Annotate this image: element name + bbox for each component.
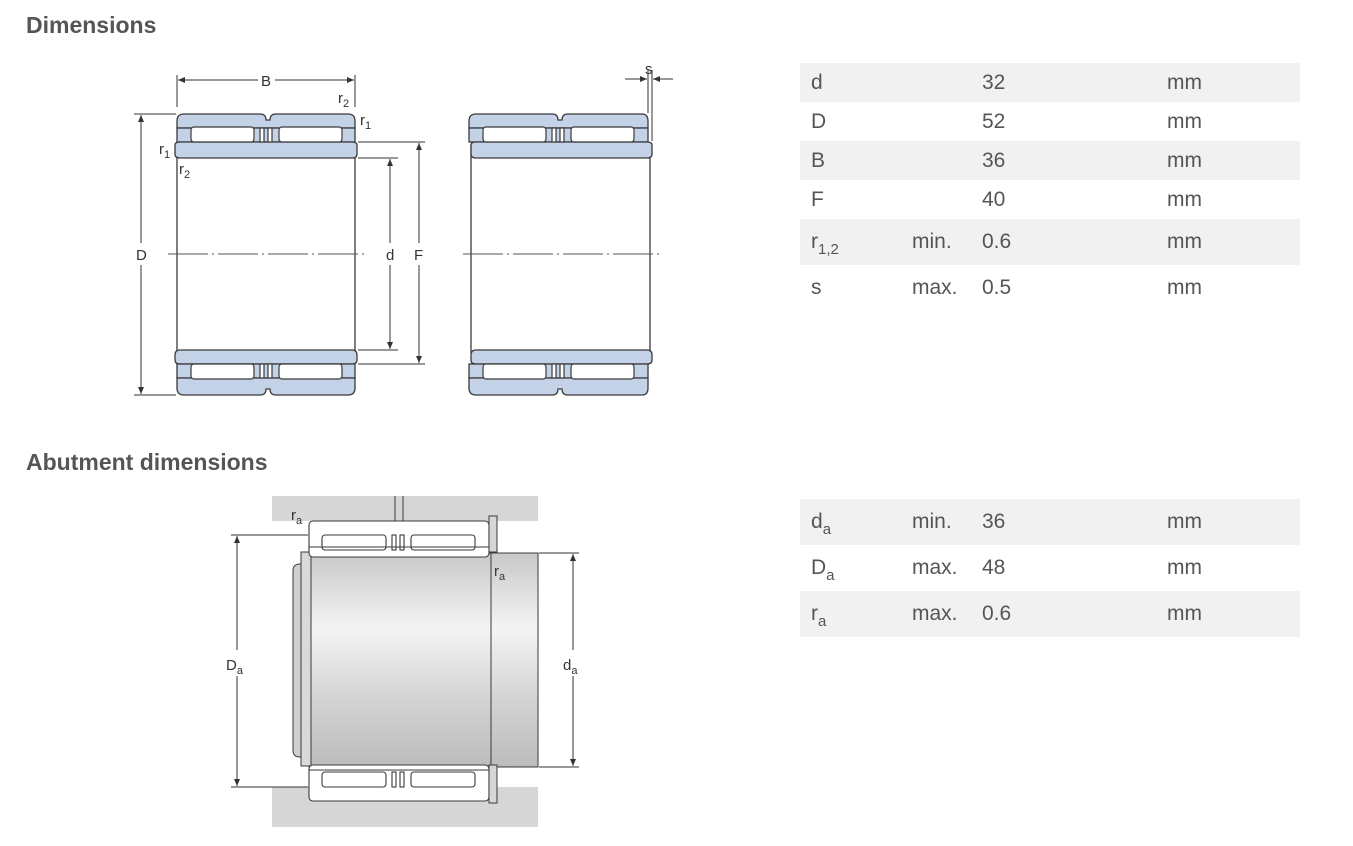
table-row: s max. 0.5 mm bbox=[800, 265, 1300, 311]
table-row: Da max. 48 mm bbox=[800, 545, 1300, 591]
row-value: 0.5 bbox=[982, 276, 1012, 299]
svg-text:ra: ra bbox=[494, 563, 506, 583]
table-row: F 40 mm bbox=[800, 180, 1300, 219]
row-symbol: s bbox=[811, 276, 822, 299]
row-unit: mm bbox=[1167, 141, 1300, 180]
row-unit: mm bbox=[1167, 276, 1202, 299]
svg-text:r1: r1 bbox=[360, 112, 371, 132]
abutment-dimension-drawing: Da da ra ra bbox=[226, 496, 579, 827]
row-value: 52 bbox=[982, 109, 1006, 133]
svg-text:r2: r2 bbox=[179, 161, 190, 181]
table-row: da min. 36 mm bbox=[800, 499, 1300, 545]
svg-text:Da: Da bbox=[226, 657, 244, 677]
row-unit: mm bbox=[1167, 63, 1300, 102]
row-qualifier: max. bbox=[912, 556, 958, 579]
label-da: d bbox=[563, 657, 571, 674]
row-qualifier bbox=[912, 63, 982, 102]
table-row: B 36 mm bbox=[800, 141, 1300, 180]
row-symbol: Da bbox=[811, 556, 835, 584]
label-F: F bbox=[414, 247, 423, 264]
row-symbol: ra bbox=[800, 591, 912, 637]
row-symbol: F bbox=[811, 187, 824, 211]
row-unit: mm bbox=[1167, 219, 1300, 265]
abutment-table: da min. 36 mm Da max. 48 mm ra max. 0.6 … bbox=[800, 499, 1300, 637]
row-unit: mm bbox=[1167, 109, 1202, 133]
row-value: 32 bbox=[982, 63, 1167, 102]
label-B: B bbox=[261, 73, 271, 90]
label-r2-top: r bbox=[338, 90, 343, 107]
row-value: 0.6 bbox=[982, 219, 1167, 265]
abutment-title: Abutment dimensions bbox=[26, 449, 268, 475]
label-r2-left: r bbox=[179, 161, 184, 178]
label-ra-right: r bbox=[494, 563, 499, 580]
bearing-dimension-drawing: B D d F r2 r1 r1 r2 bbox=[134, 61, 673, 396]
label-Da: D bbox=[226, 657, 237, 674]
row-value: 36 bbox=[982, 141, 1167, 180]
row-value: 40 bbox=[982, 187, 1006, 211]
table-row: ra max. 0.6 mm bbox=[800, 591, 1300, 637]
svg-text:ra: ra bbox=[291, 507, 303, 527]
svg-text:r2: r2 bbox=[338, 90, 349, 110]
row-unit: mm bbox=[1167, 187, 1202, 211]
row-value: 48 bbox=[982, 556, 1006, 579]
svg-text:r1: r1 bbox=[159, 141, 170, 161]
row-qualifier bbox=[912, 102, 982, 141]
label-d: d bbox=[386, 247, 394, 264]
row-symbol: D bbox=[811, 109, 827, 133]
table-row: d 32 mm bbox=[800, 63, 1300, 102]
row-symbol: da bbox=[800, 499, 912, 545]
table-row: r1,2 min. 0.6 mm bbox=[800, 219, 1300, 265]
row-unit: mm bbox=[1167, 556, 1202, 579]
label-r1-left: r bbox=[159, 141, 164, 158]
dimensions-table: d 32 mm D 52 mm B 36 mm F 40 mm r1,2 min… bbox=[800, 63, 1300, 311]
row-qualifier bbox=[912, 180, 982, 219]
row-symbol: d bbox=[800, 63, 912, 102]
row-symbol-subscript: 1,2 bbox=[818, 241, 839, 258]
label-ra-top: r bbox=[291, 507, 296, 524]
table-row: D 52 mm bbox=[800, 102, 1300, 141]
row-qualifier bbox=[912, 141, 982, 180]
row-unit: mm bbox=[1167, 499, 1300, 545]
label-s: s bbox=[645, 61, 653, 78]
label-r1-top: r bbox=[360, 112, 365, 129]
row-symbol: r1,2 bbox=[800, 219, 912, 265]
row-unit: mm bbox=[1167, 591, 1300, 637]
row-symbol: B bbox=[800, 141, 912, 180]
row-qualifier: max. bbox=[912, 276, 958, 299]
row-qualifier: min. bbox=[912, 219, 982, 265]
svg-text:da: da bbox=[563, 657, 578, 677]
row-qualifier: min. bbox=[912, 499, 982, 545]
label-D: D bbox=[136, 247, 147, 264]
dimensions-title: Dimensions bbox=[26, 12, 157, 38]
row-value: 36 bbox=[982, 499, 1167, 545]
row-value: 0.6 bbox=[982, 591, 1167, 637]
row-qualifier: max. bbox=[912, 591, 982, 637]
